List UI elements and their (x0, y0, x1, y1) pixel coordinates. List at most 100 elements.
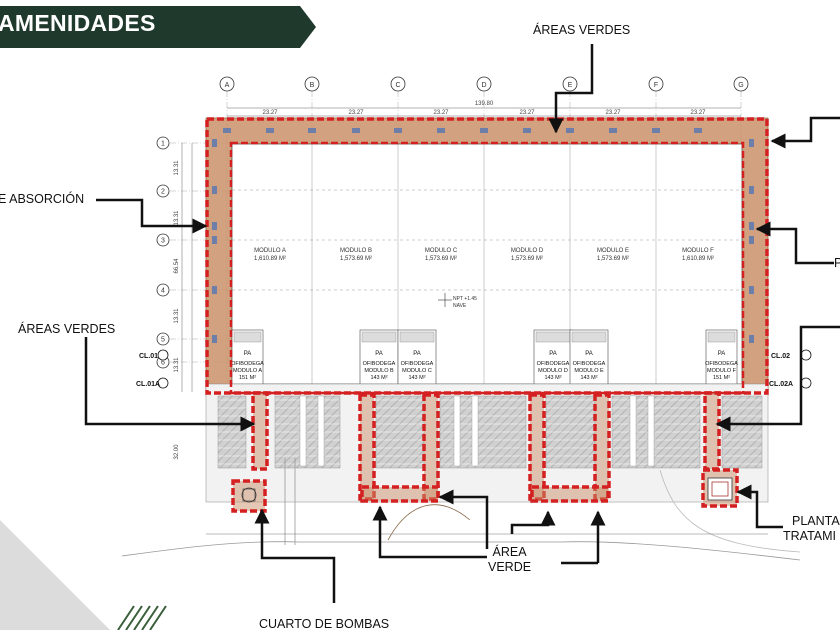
green-area-perimeter (205, 117, 769, 395)
office-pa: PA (718, 351, 726, 357)
green-area-yard-d (528, 393, 546, 501)
section-marks: CL.01 CL.01A CL.02 CL.02A (136, 349, 812, 389)
grid-bubble-f (648, 76, 664, 92)
office-stair (571, 331, 607, 343)
column-marker (566, 128, 574, 133)
column-marker (212, 222, 217, 230)
office-module: MODULO E (574, 368, 604, 374)
grid-label-row-1: 1 (161, 141, 165, 148)
building-footprint (231, 143, 743, 385)
module-area: 1,573.69 M² (511, 256, 543, 262)
office-area: 151 M² (239, 375, 256, 381)
grid-bubble-row-4 (156, 283, 170, 297)
grid-bubble-row-5 (156, 332, 170, 346)
grid-label-col-f: F (654, 82, 658, 89)
dim-bay-d: 23.27 (519, 110, 535, 116)
module-name: MODULO F (682, 248, 714, 254)
level-note-nave: NAVE (453, 303, 467, 309)
office-area: 143 M² (370, 375, 387, 381)
grid-label-row-5: 5 (161, 337, 165, 344)
treatment-plant-symbol (707, 477, 733, 501)
callout-planta: PLANTA TRATAMI (783, 514, 840, 544)
callout-arrows (84, 44, 840, 603)
column-marker (749, 335, 754, 343)
green-area-yard-de (530, 485, 610, 503)
callout-areas-verdes-left: ÁREAS VERDES (18, 322, 116, 336)
access-road (121, 458, 801, 561)
dim-row-1: 13.31 (174, 160, 180, 176)
dim-bay-b: 23.27 (348, 110, 364, 116)
truck-dock (629, 395, 637, 467)
dim-bay-a: 23.27 (262, 110, 278, 116)
column-marker (266, 128, 274, 133)
arrow-area-verde-up (438, 489, 489, 549)
office-name: OFIBODEGA (401, 361, 434, 367)
left-dimensions: 13.31 13.31 66.54 13.31 13.31 32.00 (174, 143, 193, 460)
truck-dock (647, 395, 655, 467)
arrow-areas-verdes-top (548, 44, 594, 134)
office-module: MODULO B (364, 368, 394, 374)
callout-planta-line1: PLANTA (792, 514, 840, 528)
header-banner-shape (0, 6, 316, 48)
office-pa: PA (413, 351, 421, 357)
grid-bubble-c (390, 76, 406, 92)
column-marker (212, 236, 217, 244)
column-marker (652, 128, 660, 133)
column-marker (223, 128, 231, 133)
grid-label-row-6: 6 (161, 360, 165, 367)
arrow-treatment (736, 484, 783, 529)
truck-dock (453, 395, 461, 467)
page-title: AMENIDADES (0, 10, 156, 36)
green-area-perimeter-inner (229, 141, 745, 395)
grid-bubble-g (733, 76, 749, 92)
green-area-yard-f (703, 391, 721, 471)
callout-absorcion: E ABSORCIÓN (0, 192, 85, 206)
module-area: 1,610.89 M² (682, 256, 714, 262)
grid-label-col-a: A (225, 82, 230, 89)
grid-bubble-e (562, 76, 578, 92)
arrow-area-verde-left (372, 505, 487, 559)
column-marker (394, 128, 402, 133)
column-marker (212, 286, 217, 294)
column-marker (480, 128, 488, 133)
dim-row-5: 13.31 (174, 357, 180, 373)
grid-label-col-g: G (738, 82, 743, 89)
column-marker (212, 335, 217, 343)
dim-total: 139.80 (475, 101, 494, 107)
column-marker (352, 128, 360, 133)
grid-label-row-2: 2 (161, 189, 165, 196)
module-name: MODULO E (597, 248, 629, 254)
arrow-right-mid (755, 221, 834, 265)
grid-bubble-b (304, 76, 320, 92)
office-pa: PA (244, 351, 252, 357)
arrow-absorcion (96, 198, 208, 234)
level-note-npt: NPT +1.45 (453, 296, 477, 302)
column-marker (212, 186, 217, 194)
arrow-areas-verdes-left (84, 337, 256, 432)
green-area-yard-c (422, 393, 440, 501)
column-marker (437, 128, 445, 133)
office-stair (707, 331, 736, 343)
dim-row-2: 13.31 (174, 210, 180, 226)
green-area-yard-bc (360, 485, 440, 503)
module-dividers (232, 144, 742, 384)
truck-dock (471, 395, 479, 467)
office-module: MODULO F (707, 368, 737, 374)
grid-label-row-4: 4 (161, 288, 165, 295)
office-area: 143 M² (408, 375, 425, 381)
section-cl01: CL.01 (139, 353, 158, 360)
module-area: 1,573.69 M² (597, 256, 629, 262)
office-area: 143 M² (544, 375, 561, 381)
decor-stripes (117, 605, 167, 630)
column-marker (308, 128, 316, 133)
module-name: MODULO C (425, 248, 458, 254)
dim-bay-e: 23.27 (605, 110, 621, 116)
office-stair (361, 331, 397, 343)
section-cl01a: CL.01A (136, 381, 160, 388)
green-area-pump (231, 479, 267, 513)
office-name: OFIBODEGA (573, 361, 606, 367)
truck-dock (299, 395, 307, 467)
